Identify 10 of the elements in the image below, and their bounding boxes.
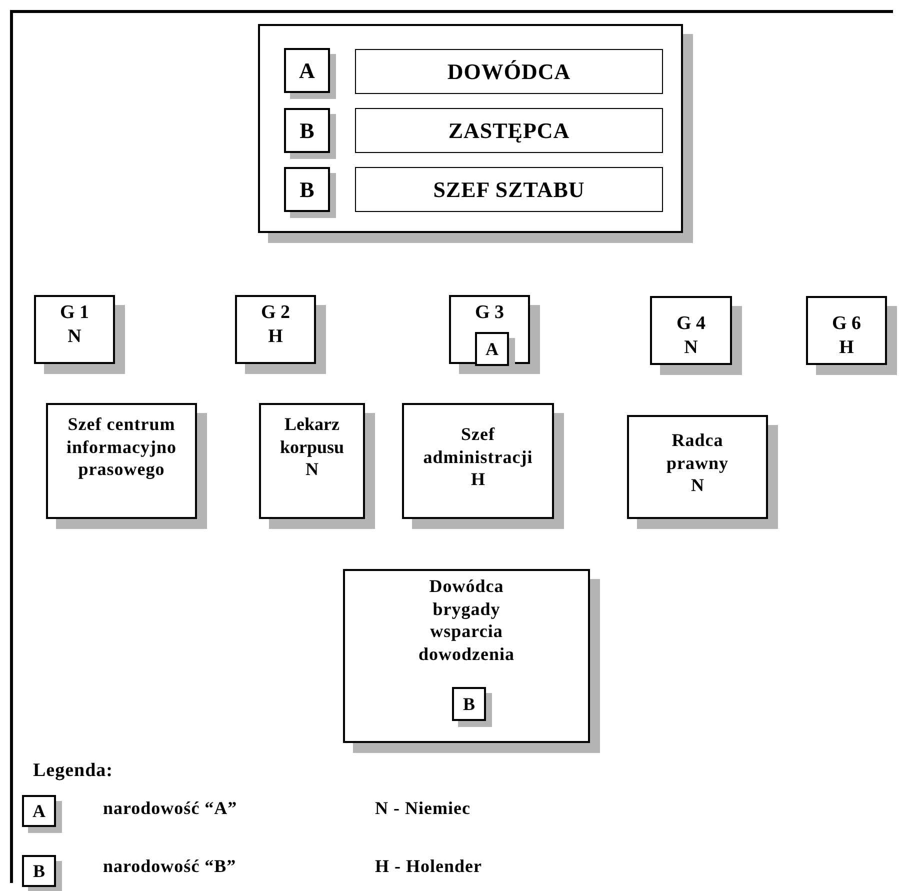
position-label: Dowódca brygady wsparcia dowodzenia: [417, 575, 516, 665]
position-box: ZASTĘPCA: [355, 108, 663, 153]
position-box: SZEF SZTABU: [355, 167, 663, 212]
legend-text: narodowość “A”: [103, 798, 238, 819]
legend-text: H - Holender: [375, 856, 482, 877]
legend-text: N - Niemiec: [375, 798, 470, 819]
legend-title: Legenda:: [33, 760, 113, 782]
legend-text: narodowość “B”: [103, 856, 236, 877]
position-box: DOWÓDCA: [355, 49, 663, 94]
position-label: G 3: [474, 301, 504, 325]
